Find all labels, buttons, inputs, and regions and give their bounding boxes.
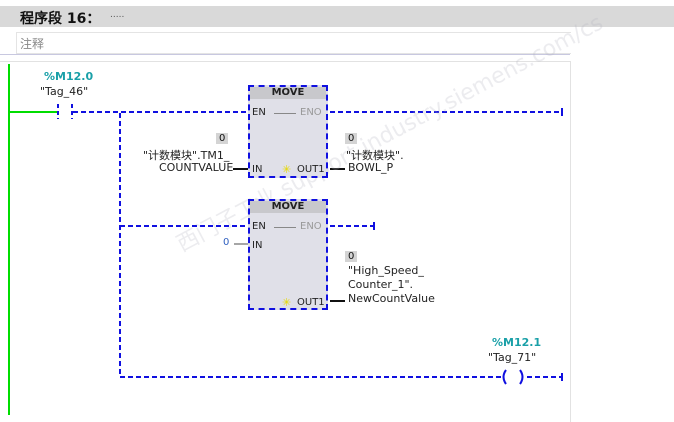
out-operand-cont[interactable]: Counter_1". bbox=[348, 278, 414, 291]
network-title: 程序段 16： bbox=[20, 11, 101, 27]
coil-address: %M12.1 bbox=[492, 336, 542, 349]
network-header[interactable] bbox=[0, 6, 674, 27]
pin-in: IN bbox=[252, 164, 263, 175]
dashed-wires bbox=[73, 111, 562, 378]
in-operand-cont[interactable]: COUNTVALUE bbox=[159, 161, 234, 174]
move-box-2[interactable]: MOVE EN ENO IN ✳ OUT1 bbox=[248, 199, 328, 310]
pin-out1: OUT1 bbox=[297, 297, 325, 308]
out-value: 0 bbox=[345, 133, 358, 144]
pin-eno: ENO bbox=[300, 107, 322, 118]
network-comment-field[interactable]: 注释 bbox=[16, 32, 571, 54]
in-operand[interactable]: "计数模块".TM1_ bbox=[143, 149, 230, 162]
asterisk-icon: ✳ bbox=[282, 163, 292, 176]
out-operand-cont[interactable]: NewCountValue bbox=[348, 292, 435, 305]
out-value: 0 bbox=[345, 251, 358, 262]
out-operand-cont[interactable]: BOWL_P bbox=[348, 161, 394, 174]
contact-tag[interactable]: "Tag_46" bbox=[40, 85, 89, 98]
divider bbox=[0, 54, 570, 55]
pin-in: IN bbox=[252, 240, 263, 251]
contact-address: %M12.0 bbox=[44, 70, 94, 83]
contact-symbol bbox=[57, 104, 73, 119]
out-operand[interactable]: "计数模块". bbox=[346, 149, 404, 162]
coil-tag[interactable]: "Tag_71" bbox=[488, 351, 537, 364]
pin-en: EN bbox=[252, 221, 266, 232]
move-box-title: MOVE bbox=[250, 201, 326, 213]
pin-en: EN bbox=[252, 107, 266, 118]
out-operand[interactable]: "High_Speed_ bbox=[348, 264, 424, 277]
network-title-field[interactable]: ..... bbox=[110, 10, 125, 20]
comment-placeholder: 注释 bbox=[20, 37, 45, 51]
in-constant[interactable]: 0 bbox=[223, 237, 230, 248]
wire-end-markers bbox=[373, 108, 563, 381]
pin-eno: ENO bbox=[300, 221, 322, 232]
asterisk-icon: ✳ bbox=[282, 296, 292, 309]
coil-symbol bbox=[502, 369, 524, 385]
move-box-title: MOVE bbox=[250, 87, 326, 99]
in-value: 0 bbox=[216, 133, 229, 144]
pin-out1: OUT1 bbox=[297, 164, 325, 175]
ladder-network-area[interactable] bbox=[0, 61, 571, 422]
move-box-1[interactable]: MOVE EN ENO IN ✳ OUT1 bbox=[248, 85, 328, 178]
